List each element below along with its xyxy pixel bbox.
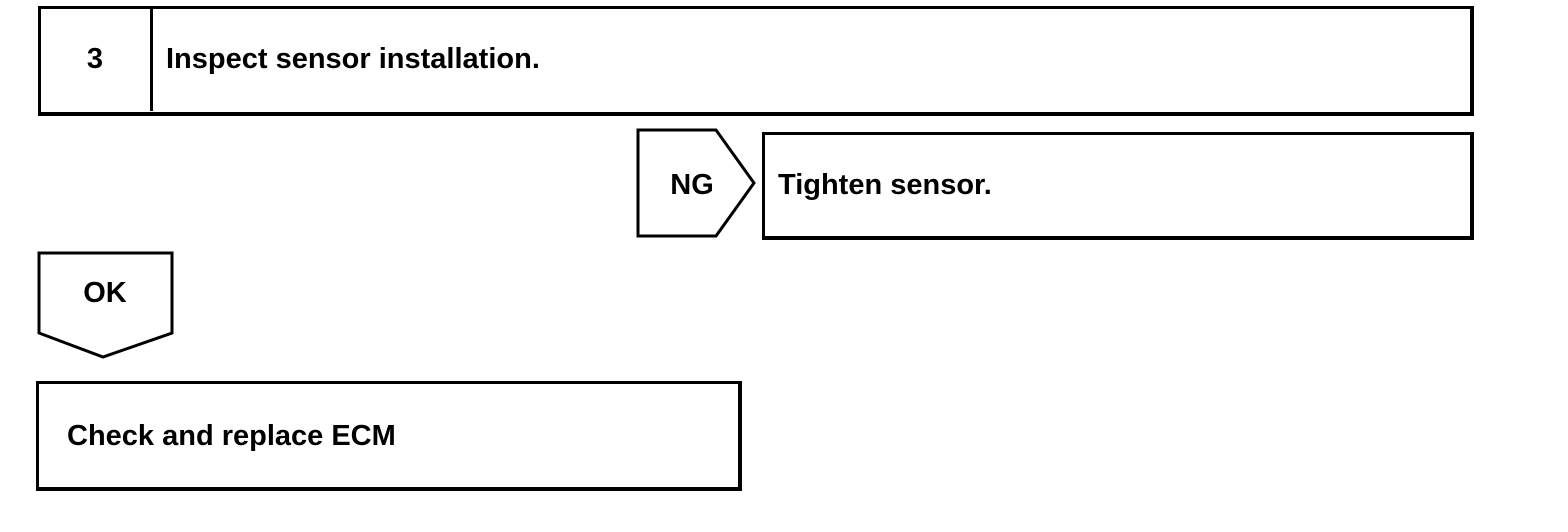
step-divider [150, 7, 153, 111]
final-action-text: Check and replace ECM [67, 420, 396, 452]
step-box [38, 6, 1474, 116]
step-title: Inspect sensor installation. [166, 43, 540, 75]
final-action-box [36, 381, 742, 491]
ok-label: OK [83, 277, 127, 309]
step-number: 3 [86, 43, 104, 75]
ng-result-box [762, 132, 1474, 240]
ng-label: NG [670, 169, 714, 201]
ng-result-text: Tighten sensor. [778, 169, 992, 201]
